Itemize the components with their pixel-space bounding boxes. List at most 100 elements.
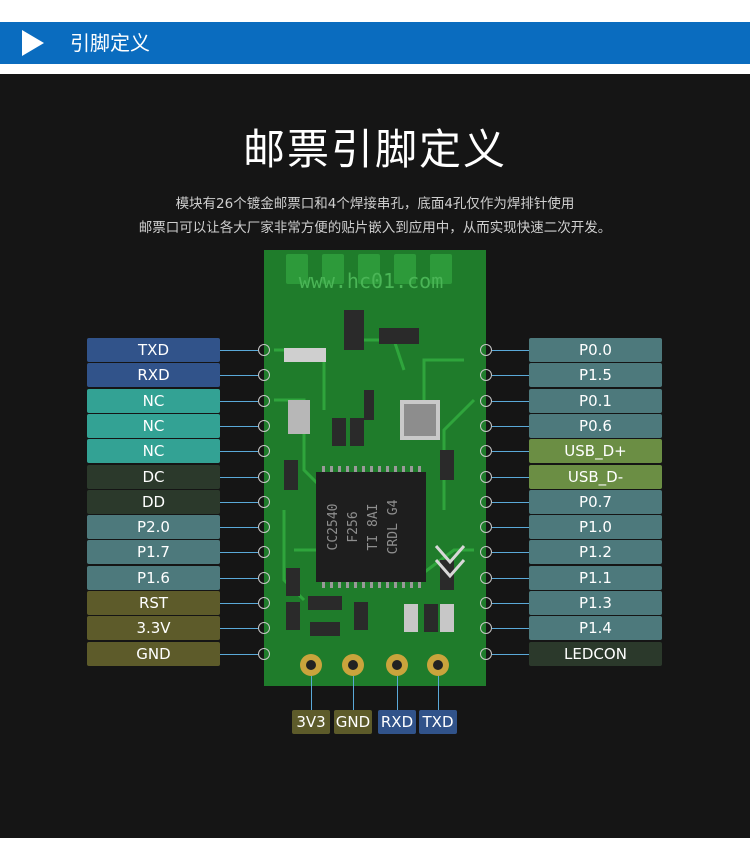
pin-leader-line (492, 426, 529, 427)
pin-leader-line (492, 628, 529, 629)
pin-leader-line (220, 578, 258, 579)
pin-pad-marker (480, 597, 492, 609)
pin-leader-line (353, 676, 354, 710)
pin-leader-line (492, 603, 529, 604)
through-hole-pad (342, 654, 364, 676)
pin-pad-marker (258, 445, 270, 457)
pin-pad-marker (480, 369, 492, 381)
right-pin-label: P1.3 (529, 591, 662, 615)
left-pin-label: NC (87, 414, 220, 438)
pin-leader-line (220, 502, 258, 503)
pin-leader-line (492, 502, 529, 503)
pin-pad-marker (258, 521, 270, 533)
left-pin-label: DD (87, 490, 220, 514)
pin-leader-line (220, 603, 258, 604)
pin-pad-marker (258, 369, 270, 381)
pin-pad-marker (480, 496, 492, 508)
left-pin-label: P2.0 (87, 515, 220, 539)
pin-pad-marker (258, 395, 270, 407)
left-pin-label: NC (87, 389, 220, 413)
right-pin-label: P0.0 (529, 338, 662, 362)
right-pin-label: P1.4 (529, 616, 662, 640)
section-title: 引脚定义 (70, 31, 150, 55)
section-header: 引脚定义 (0, 22, 750, 64)
pin-pad-marker (258, 471, 270, 483)
play-arrow-icon (22, 30, 44, 56)
pin-leader-line (492, 477, 529, 478)
pin-leader-line (492, 552, 529, 553)
through-hole-pad (427, 654, 449, 676)
left-pin-label: NC (87, 439, 220, 463)
pin-leader-line (220, 375, 258, 376)
left-pin-label: DC (87, 465, 220, 489)
pin-leader-line (220, 552, 258, 553)
pin-leader-line (220, 451, 258, 452)
pin-leader-line (220, 350, 258, 351)
pin-pad-marker (258, 648, 270, 660)
pin-pad-marker (480, 622, 492, 634)
pin-pad-marker (258, 546, 270, 558)
right-pin-label: P0.6 (529, 414, 662, 438)
pin-pad-marker (258, 597, 270, 609)
left-pin-label: GND (87, 642, 220, 666)
pin-leader-line (492, 401, 529, 402)
chip-marking-3: TI 8AI (366, 504, 381, 551)
page-title: 邮票引脚定义 (242, 125, 507, 174)
chip-marking-4: CRDL G4 (386, 499, 401, 554)
through-hole-pad (300, 654, 322, 676)
pin-leader-line (220, 527, 258, 528)
pin-leader-line (438, 676, 439, 710)
right-pin-label: P1.5 (529, 363, 662, 387)
bottom-pin-label: GND (334, 710, 372, 734)
right-pin-label: P0.1 (529, 389, 662, 413)
left-pin-label: P1.6 (87, 566, 220, 590)
left-pin-label: TXD (87, 338, 220, 362)
pin-pad-marker (258, 420, 270, 432)
description-line-1: 模块有26个镀金邮票口和4个焊接串孔，底面4孔仅作为焊排针使用 (175, 196, 575, 212)
pin-leader-line (220, 401, 258, 402)
right-pin-label: P1.0 (529, 515, 662, 539)
pin-leader-line (492, 350, 529, 351)
chip-marking-2: F256 (346, 511, 361, 542)
left-pin-label: RXD (87, 363, 220, 387)
pin-leader-line (397, 676, 398, 710)
bottom-pin-label: TXD (419, 710, 457, 734)
left-pin-label: 3.3V (87, 616, 220, 640)
bottom-pin-label: RXD (378, 710, 416, 734)
pin-pad-marker (258, 496, 270, 508)
pin-pad-marker (480, 572, 492, 584)
right-pin-label: USB_D- (529, 465, 662, 489)
right-pin-label: P1.2 (529, 540, 662, 564)
right-pin-label: LEDCON (529, 642, 662, 666)
pin-pad-marker (480, 546, 492, 558)
pin-leader-line (220, 477, 258, 478)
pin-leader-line (492, 451, 529, 452)
pin-pad-marker (480, 648, 492, 660)
pin-pad-marker (480, 445, 492, 457)
pin-pad-marker (258, 622, 270, 634)
bottom-pin-label: 3V3 (292, 710, 330, 734)
pin-pad-marker (480, 344, 492, 356)
silkscreen-url: www.hc01.com (299, 269, 444, 293)
through-hole-pad (386, 654, 408, 676)
pin-leader-line (220, 628, 258, 629)
pcb-artwork: www.hc01.com CC2540 F256 TI 8AI CRDL G4 (264, 250, 486, 686)
pin-leader-line (492, 375, 529, 376)
left-pin-label: P1.7 (87, 540, 220, 564)
pin-pad-marker (480, 471, 492, 483)
description-line-2: 邮票口可以让各大厂家非常方便的贴片嵌入到应用中，从而实现快速二次开发。 (138, 220, 612, 236)
left-pin-label: RST (87, 591, 220, 615)
pin-pad-marker (480, 521, 492, 533)
right-pin-label: P1.1 (529, 566, 662, 590)
pin-leader-line (492, 654, 529, 655)
pin-pad-marker (258, 344, 270, 356)
pin-leader-line (492, 578, 529, 579)
pin-leader-line (220, 654, 258, 655)
pin-pad-marker (258, 572, 270, 584)
pin-leader-line (311, 676, 312, 710)
pin-leader-line (492, 527, 529, 528)
pin-pad-marker (480, 420, 492, 432)
pin-leader-line (220, 426, 258, 427)
chip-marking-1: CC2540 (326, 504, 341, 551)
right-pin-label: USB_D+ (529, 439, 662, 463)
